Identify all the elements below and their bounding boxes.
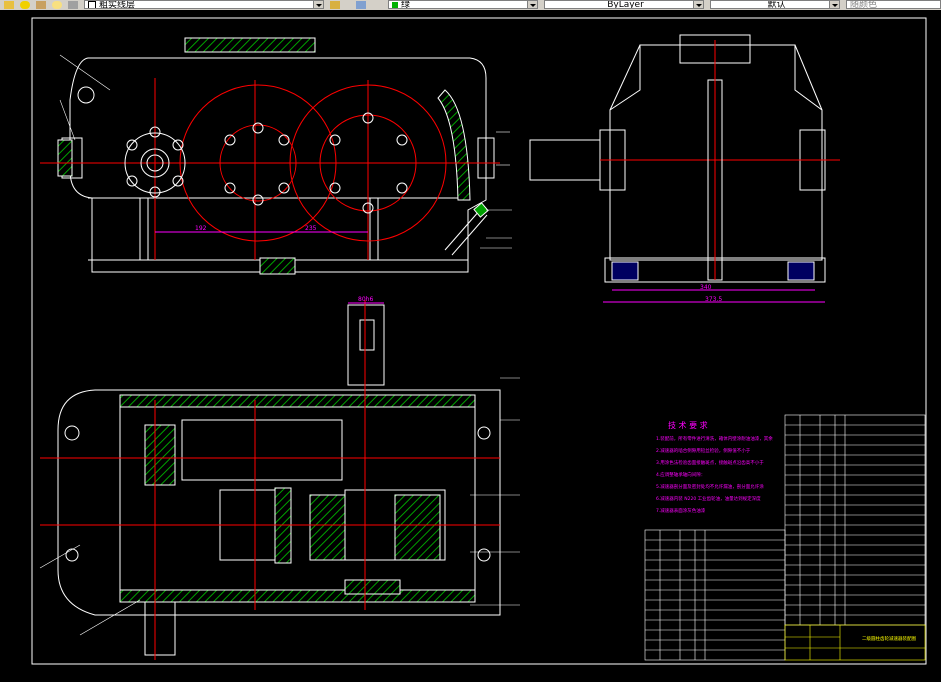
title-block-name: 二级圆柱齿轮减速器装配图	[862, 635, 916, 642]
plotstyle-value: 随颜色	[850, 0, 878, 9]
lineweight-dropdown[interactable]: 默认	[710, 0, 840, 9]
layer-previous-icon[interactable]	[356, 1, 366, 9]
plotstyle-dropdown[interactable]: 随颜色	[846, 0, 941, 9]
gear-circle-2	[289, 84, 447, 242]
color-value: 绿	[401, 0, 411, 9]
parts-list-right	[784, 414, 926, 626]
gear-circle-1	[179, 84, 337, 242]
drawing-canvas[interactable]: 192 235 340 373.5	[0, 10, 941, 678]
layer-dropdown[interactable]: 粗实线层	[84, 0, 324, 9]
svg-text:3.用涂色法检验齿面接触斑点，接触斑点沿齿高不小于: 3.用涂色法检验齿面接触斑点，接触斑点沿齿高不小于	[656, 459, 764, 466]
dim-width-a: 340	[700, 284, 712, 291]
color-swatch	[392, 1, 398, 8]
sun-icon[interactable]	[20, 1, 30, 9]
tech-title: 技 术 要 求	[668, 420, 708, 430]
svg-text:4.应调整轴承轴向间隙：: 4.应调整轴承轴向间隙：	[656, 471, 705, 478]
dim-center1: 192	[195, 225, 207, 232]
cad-drawing: 192 235 340 373.5	[31, 17, 927, 665]
layer-value: 粗实线层	[99, 0, 136, 9]
lineweight-value: 默认	[767, 0, 786, 9]
side-view	[529, 34, 840, 283]
svg-text:2.减速器的啮合侧隙用铅丝检验，侧隙值不小于: 2.减速器的啮合侧隙用铅丝检验，侧隙值不小于	[656, 447, 751, 454]
layer-color-swatch	[88, 1, 96, 8]
dim-center2: 235	[305, 225, 317, 232]
plot-icon[interactable]	[68, 1, 78, 9]
tech-lines: 1.装配前，所有零件进行清洗，箱体内壁涂耐油油漆，其余 2.减速器的啮合侧隙用铅…	[656, 435, 773, 514]
svg-text:7.减速器表面涂灰色油漆: 7.减速器表面涂灰色油漆	[656, 507, 706, 514]
lock-icon[interactable]	[36, 1, 46, 9]
dim-width-b: 373.5	[705, 296, 722, 303]
chevron-down-icon[interactable]	[693, 1, 703, 8]
chevron-down-icon[interactable]	[527, 1, 537, 8]
svg-text:5.减速器剖分面及密封处均不允许漏油，剖分面允许涂: 5.减速器剖分面及密封处均不允许漏油，剖分面允许涂	[656, 483, 764, 490]
chevron-down-icon[interactable]	[313, 1, 323, 8]
make-current-layer-icon[interactable]	[330, 1, 340, 9]
svg-text:1.装配前，所有零件进行清洗，箱体内壁涂耐油油漆，其余: 1.装配前，所有零件进行清洗，箱体内壁涂耐油油漆，其余	[656, 435, 773, 442]
linetype-value: ByLayer	[607, 0, 644, 9]
front-view	[61, 57, 495, 273]
chevron-down-icon[interactable]	[829, 1, 839, 8]
svg-text:6.减速器内装 N220 工业齿轮油，油量达到规定深度: 6.减速器内装 N220 工业齿轮油，油量达到规定深度	[656, 495, 761, 502]
color-dropdown[interactable]: 绿	[388, 0, 538, 9]
drawing-frame	[31, 17, 927, 665]
title-block	[784, 624, 926, 661]
dim-shaft: 80h6	[358, 296, 373, 303]
linetype-dropdown[interactable]: ByLayer	[544, 0, 704, 9]
layer-state-icon[interactable]	[4, 1, 14, 9]
parts-list-left	[644, 529, 786, 661]
lightbulb-icon[interactable]	[52, 1, 62, 9]
